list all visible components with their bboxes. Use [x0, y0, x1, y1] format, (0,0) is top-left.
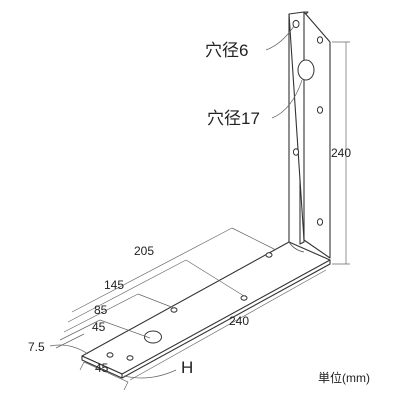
hole-6-lower-right — [316, 218, 324, 226]
hole-6-mid-far — [240, 295, 248, 301]
dim-45-lower: 45 — [95, 361, 109, 375]
hole-6-near-front — [126, 355, 134, 361]
hole-6-mid-near — [170, 307, 178, 313]
dimension-lines — [49, 25, 350, 391]
unit-label: 単位(mm) — [318, 370, 370, 385]
dim-7-5: 7.5 — [28, 340, 45, 354]
dim-horizontal-length: 240 — [229, 314, 249, 328]
horizontal-plate — [81, 241, 331, 379]
vertical-holes — [292, 19, 324, 226]
dim-45-upper: 45 — [92, 320, 106, 334]
hole-6-far — [265, 252, 273, 258]
hole-6-mid-left — [292, 148, 300, 156]
horizontal-plate-face — [81, 241, 331, 375]
dim-205: 205 — [134, 244, 154, 258]
hole-17-horizontal — [144, 330, 162, 344]
hole-6-near-left — [106, 352, 114, 358]
hole-17 — [297, 59, 315, 81]
hole-6-top-left — [292, 19, 300, 29]
callout-hole-diameter-17: 穴径17 — [207, 109, 260, 128]
dim-145: 145 — [104, 278, 124, 292]
callout-hole-diameter-6: 穴径6 — [205, 41, 248, 60]
horizontal-holes — [106, 252, 273, 361]
hole-6-mid-right — [316, 106, 324, 114]
callout-thickness-h: H — [181, 358, 193, 377]
dim-85: 85 — [94, 303, 108, 317]
dim-vertical-height: 240 — [331, 146, 351, 160]
vertical-plate — [288, 11, 331, 259]
vertical-plate-face — [288, 11, 331, 259]
hole-6-top-right — [316, 36, 324, 44]
